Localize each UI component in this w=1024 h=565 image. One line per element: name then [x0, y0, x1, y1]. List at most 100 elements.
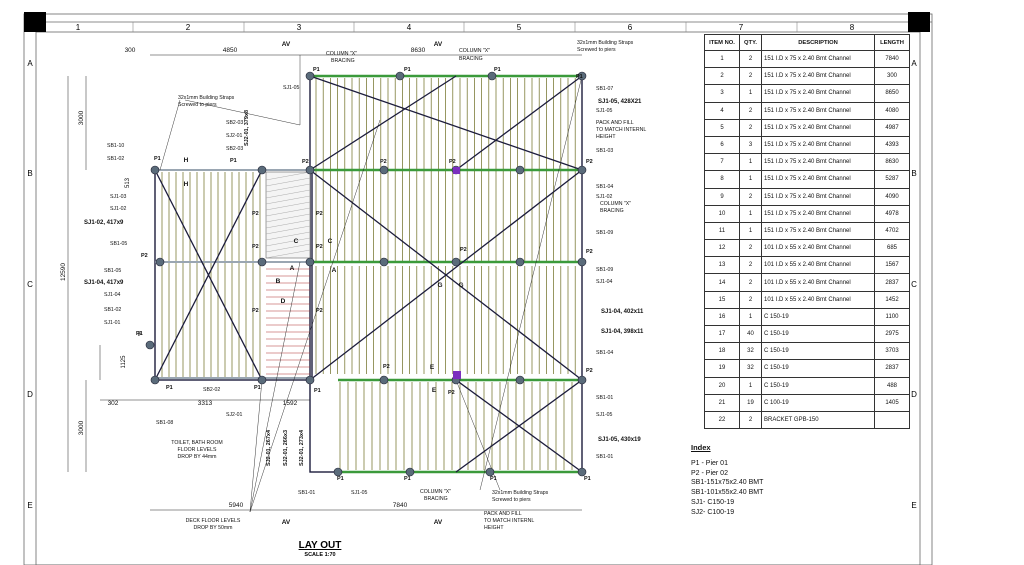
pier-circle [305, 257, 315, 267]
qty-cell: 2 [739, 101, 762, 120]
item-no-cell: 14 [704, 273, 740, 292]
description-cell: C 100-19 [761, 393, 875, 412]
stair-hatch-line [265, 243, 311, 253]
dim-left-3000-top: 3000 [78, 110, 85, 125]
stair-hatch-line [265, 207, 311, 217]
pier-circle [305, 165, 315, 175]
note-toilet-1: TOILET, BATH ROOM [171, 440, 222, 446]
pier-circle [305, 375, 315, 385]
pier-circle [577, 467, 587, 477]
zone-row-E-left: E [27, 501, 32, 510]
description-cell: 151 I.D x 75 x 2.40 Bmt Channel [761, 49, 875, 69]
dim-top-4850: 4850 [223, 47, 238, 54]
length-cell: 4987 [874, 118, 910, 137]
item-no-cell: 17 [704, 324, 740, 344]
index-title: Index [691, 443, 711, 452]
qty-cell: 2 [739, 273, 762, 292]
stair-hatch-line [265, 219, 311, 229]
stair-hatch-line [265, 183, 311, 193]
dim-left-513: 513 [125, 177, 131, 188]
pier-label-p2: P2 [449, 159, 456, 165]
pier-circle [577, 165, 587, 175]
member-tag-sj1-05b: SJ1-05 [351, 490, 368, 496]
stair-hatch-line [265, 237, 311, 247]
description-cell: C 150-19 [761, 307, 875, 327]
item-no-cell: 15 [704, 290, 740, 309]
zone-row-B-left: B [27, 169, 32, 178]
member-callout-sj2-01-273: SJ2-01, 273x4 [299, 429, 305, 466]
section-marker: E [432, 387, 437, 394]
pier-circle [487, 71, 497, 81]
note-pack-5: TO MATCH INTERNL [484, 518, 534, 524]
pier-circle [577, 375, 587, 385]
member-tag-sb1-08: SB1-08 [156, 420, 173, 426]
pier-circle [257, 375, 267, 385]
qty-cell: 2 [739, 239, 762, 258]
member-tag-sj1-01: SJ1-01 [104, 320, 121, 326]
dim-bottom-5940: 5940 [229, 502, 244, 509]
pier-label-p1: P1 [254, 385, 261, 391]
pier-label-p1: P1 [166, 385, 173, 391]
bracing-line [455, 75, 583, 171]
frame-right-outline [309, 75, 583, 473]
qty-cell: 2 [739, 187, 762, 206]
zone-col-1: 1 [76, 23, 81, 32]
note-toilet-2: FLOOR LEVELS [178, 447, 217, 453]
length-cell: 4978 [874, 204, 910, 223]
pier-label-p2: P2 [383, 364, 390, 370]
item-no-cell: 1 [704, 49, 740, 69]
dimension-lines [67, 54, 582, 511]
description-cell: 101 I.D x 55 x 2.40 Bmt Channel [761, 256, 875, 275]
member-tag-sb1-07: SB1-07 [596, 86, 613, 92]
pier-label-p1: P1 [314, 388, 321, 394]
bracing-line [154, 169, 263, 381]
member-tag-sb1-10: SB1-10 [107, 143, 124, 149]
note-bracing-1: BRACING [331, 58, 355, 64]
zone-row-D-right: D [911, 390, 917, 399]
stair-hatch-line [265, 225, 311, 235]
pier-label-p2: P2 [252, 308, 259, 314]
note-straps-3: 32x1mm Building Straps [178, 95, 235, 101]
leader-line [479, 75, 583, 491]
pier-circle [515, 257, 525, 267]
member-tag-sj1-02r: SJ1-02 [596, 194, 613, 200]
dim-bottom-3313: 3313 [198, 400, 213, 407]
pier-label-p2: P2 [141, 253, 148, 259]
length-cell: 488 [874, 376, 910, 395]
qty-cell: 2 [739, 118, 762, 137]
pier-circle [451, 257, 461, 267]
table-header-description: DESCRIPTION [761, 34, 875, 51]
pier-label-p2: P2 [252, 211, 259, 217]
note-straps-4: Screwed to piers [178, 102, 217, 108]
member-tag-sb1-04: SB1-04 [596, 184, 613, 190]
member-tag-sb1-01b: SB1-01 [596, 454, 613, 460]
pier-circle [257, 165, 267, 175]
index-item: SJ2- C100-19 [691, 508, 735, 516]
bracing-line [309, 75, 457, 171]
length-cell: 2837 [874, 359, 910, 378]
length-cell: 685 [874, 239, 910, 258]
zone-col-2: 2 [186, 23, 191, 32]
zone-row-D-left: D [27, 390, 33, 399]
pier-circle [395, 71, 405, 81]
length-cell: 1405 [874, 393, 910, 412]
pier-label-p1: P1 [337, 476, 344, 482]
pier-circle [405, 467, 415, 477]
item-no-cell: 10 [704, 204, 740, 223]
length-cell: 1567 [874, 256, 910, 275]
pier-circle [515, 165, 525, 175]
section-marker: H [184, 181, 189, 188]
pier-circle [145, 340, 155, 350]
note-straps-1: 32x1mm Building Straps [577, 40, 634, 46]
pier-label-p2: P2 [316, 211, 323, 217]
item-no-cell: 4 [704, 101, 740, 120]
